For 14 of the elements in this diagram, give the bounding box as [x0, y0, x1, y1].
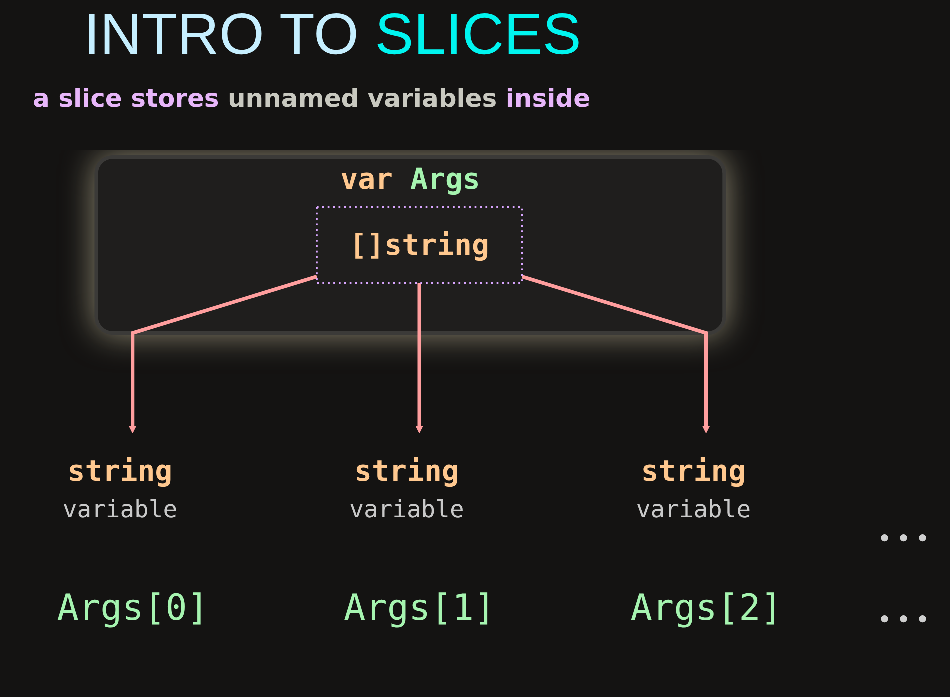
- arrow: [522, 274, 711, 434]
- index-label: Args[1]: [344, 586, 496, 630]
- element-label: string variable: [636, 454, 752, 524]
- title: INTRO TO SLICES: [84, 1, 582, 69]
- ellipsis-label: ...: [879, 586, 936, 630]
- type-highlight-box: []string: [316, 206, 524, 284]
- arrow: [129, 274, 318, 434]
- ellipsis-label: ...: [879, 504, 936, 549]
- element-label: string variable: [350, 454, 465, 524]
- element-label: string variable: [63, 454, 178, 524]
- index-label: Args[0]: [57, 586, 209, 630]
- arrow: [416, 283, 424, 434]
- index-label: Args[2]: [630, 586, 782, 630]
- subtitle: a slice stores unnamed variables inside: [33, 84, 591, 114]
